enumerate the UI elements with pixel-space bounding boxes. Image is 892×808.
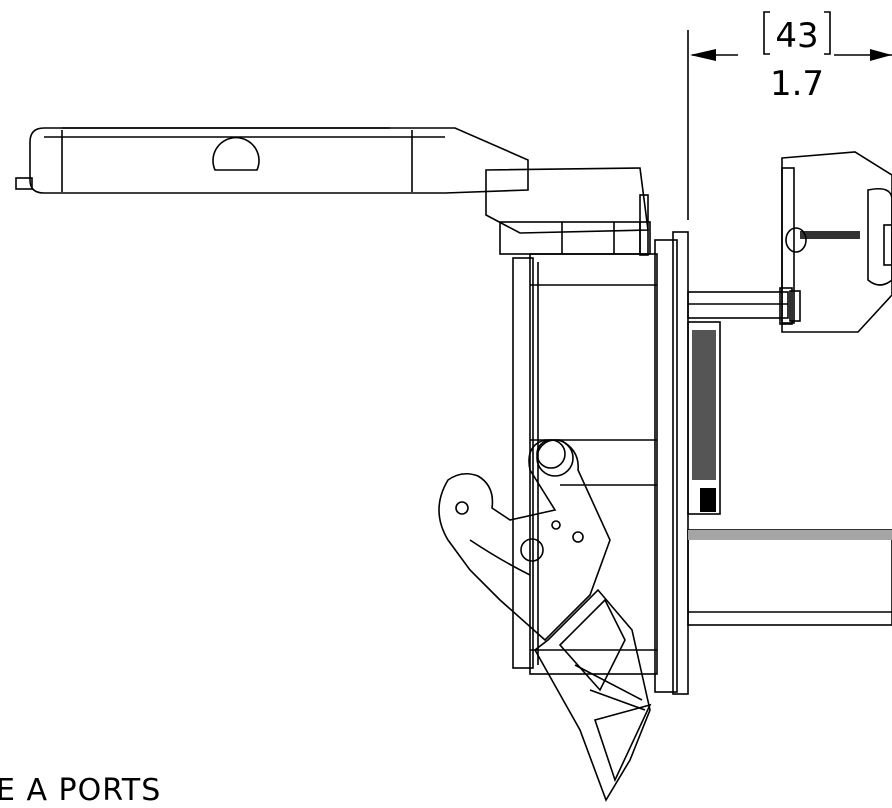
mount-bar <box>687 321 721 515</box>
dimension-imperial: 1.7 <box>770 64 824 104</box>
right-mechanism <box>781 151 892 333</box>
arrow-left-icon <box>690 49 716 61</box>
horizontal-arm <box>687 529 892 626</box>
dimension-metric: 43 <box>775 16 818 56</box>
wedge-part <box>533 588 652 802</box>
caption-text: E A PORTS <box>0 773 161 808</box>
bracket-right <box>824 11 831 55</box>
dimension-annotation: 43 1.7 <box>687 11 892 220</box>
arrow-right-icon <box>870 49 892 61</box>
hook-part <box>438 439 611 642</box>
latch-housing <box>485 167 651 256</box>
main-body <box>512 231 689 695</box>
bracket-left <box>763 11 770 55</box>
lid-part <box>15 127 529 194</box>
shaft <box>687 287 801 325</box>
